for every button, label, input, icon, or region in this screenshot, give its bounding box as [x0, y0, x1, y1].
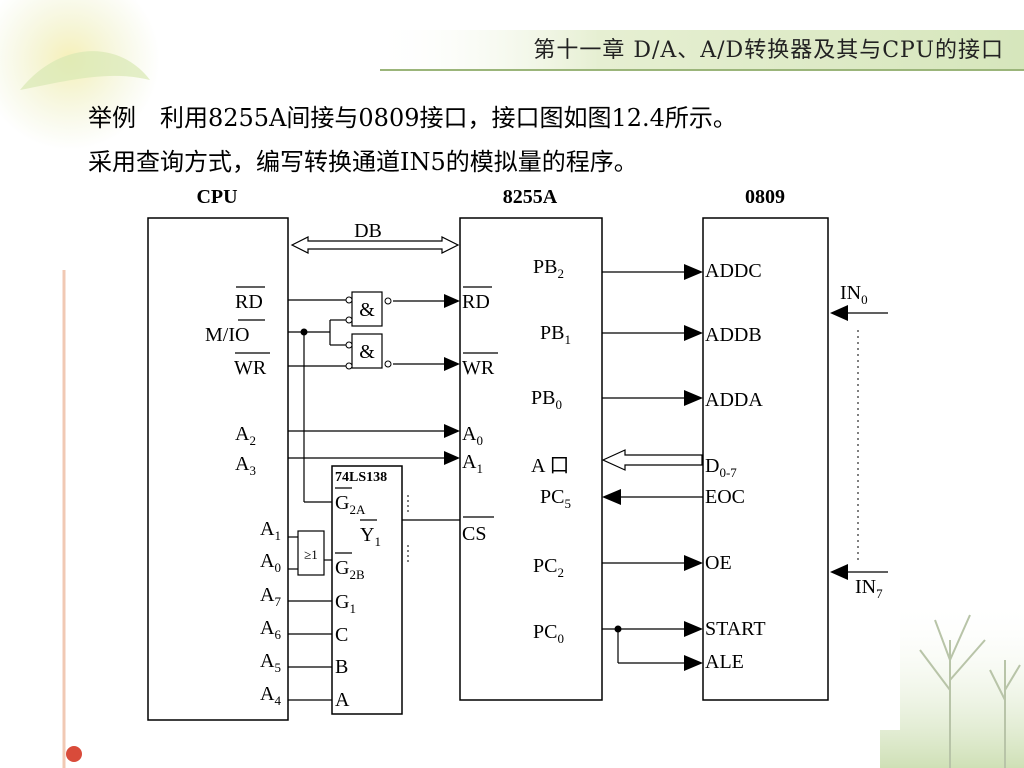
adc-oe-label: OE [705, 552, 732, 574]
intro-text: 举例 利用8255A间接与0809接口，接口图如图12.4所示。 采用查询方式，… [88, 96, 737, 184]
and-gate-wr-symbol: & [359, 341, 375, 363]
data-port-arrow [601, 449, 703, 471]
adc-addb-label: ADDB [705, 324, 762, 346]
intro-line-2: 采用查询方式，编写转换通道IN5的模拟量的程序。 [88, 148, 638, 176]
ppi-input-arrows [444, 294, 460, 465]
mio-junction-dot [300, 328, 308, 336]
decoder-block [331, 465, 403, 715]
decoder-y1-label: Y1 [360, 524, 381, 549]
ppi-title: 8255A [503, 186, 558, 208]
ppi-adc-arrows [602, 264, 703, 671]
ppi-rd-label: RD [462, 291, 490, 313]
and-gate-rd [351, 291, 383, 327]
ppi-cs-label: CS [462, 523, 486, 545]
adc-title: 0809 [745, 186, 785, 208]
cpu-a7-label: A7 [260, 584, 281, 609]
and-gate-rd-out-bubble [384, 297, 392, 305]
adc-addc-label: ADDC [705, 260, 762, 282]
and-gate-wr [351, 333, 383, 369]
header-title: 第十一章 D/A、A/D转换器及其与CPU的接口 [533, 38, 1004, 63]
leaf-decoration [20, 51, 150, 90]
and-gate-wr-out-bubble [384, 360, 392, 368]
cpu-a1-label: A1 [260, 518, 281, 543]
cpu-a4-label: A4 [260, 683, 281, 708]
cpu-block [147, 217, 289, 721]
diagram-panel [120, 185, 900, 730]
ppi-wr-label: WR [462, 357, 495, 379]
ppi-a1-label: A1 [462, 451, 483, 476]
ppi-block [459, 217, 603, 701]
adc-d-label: D0-7 [705, 455, 737, 480]
red-dot [66, 746, 82, 762]
tree-decoration [880, 600, 1024, 768]
ppi-pb1-label: PB1 [540, 322, 571, 347]
cpu-title: CPU [196, 186, 237, 208]
cpu-a5-label: A5 [260, 650, 281, 675]
adc-start-label: START [705, 618, 766, 640]
ppi-pc0-label: PC0 [533, 621, 564, 646]
bus-label: DB [354, 220, 382, 242]
ppi-porta-label: A 口 [531, 455, 569, 477]
decoder-a-label: A [335, 689, 350, 711]
adc-ale-label: ALE [705, 651, 744, 673]
adc-block [702, 217, 829, 701]
and-gate-wr-in1-bubble [345, 341, 353, 349]
ppi-a0-label: A0 [462, 423, 483, 448]
intro-line-1: 举例 利用8255A间接与0809接口，接口图如图12.4所示。 [88, 104, 737, 132]
tree-branches [919, 614, 1021, 768]
adc-adda-label: ADDA [705, 389, 763, 411]
and-gate-rd-in2-bubble [345, 316, 353, 324]
ppi-pb2-label: PB2 [533, 256, 564, 281]
decoder-g2b-label: G2B [335, 557, 365, 582]
adc-in0-label: IN0 [840, 282, 868, 307]
decoder-name: 74LS138 [335, 470, 387, 485]
decoder-g2a-label: G2A [335, 492, 366, 517]
cpu-a3-label: A3 [235, 453, 256, 478]
decoder-b-label: B [335, 656, 348, 678]
and-gate-rd-symbol: & [359, 299, 375, 321]
and-gate-wr-in2-bubble [345, 362, 353, 370]
or-gate-symbol: ≥1 [304, 547, 318, 562]
cpu-a6-label: A6 [260, 617, 281, 642]
data-bus-arrow [290, 236, 460, 254]
ppi-pc2-label: PC2 [533, 555, 564, 580]
cpu-a0-label: A0 [260, 550, 281, 575]
adc-eoc-label: EOC [705, 486, 745, 508]
cpu-wr-label: WR [234, 357, 267, 379]
cpu-rd-label: RD [235, 291, 263, 313]
adc-in7-arrow [830, 564, 848, 580]
cpu-mio-label: M/IO [205, 324, 249, 346]
control-wiring [288, 299, 460, 701]
decoder-g1-label: G1 [335, 591, 356, 616]
cpu-a2-label: A2 [235, 423, 256, 448]
header-band [370, 30, 1024, 70]
ppi-pb0-label: PB0 [531, 387, 562, 412]
ppi-adc-wiring [602, 271, 703, 664]
or-gate [297, 530, 325, 576]
pc0-junction-dot [614, 625, 622, 633]
decoder-c-label: C [335, 624, 348, 646]
adc-in7-label: IN7 [855, 576, 883, 601]
adc-in0-arrow [830, 305, 848, 321]
and-gate-rd-in1-bubble [345, 296, 353, 304]
ppi-pc5-label: PC5 [540, 486, 571, 511]
